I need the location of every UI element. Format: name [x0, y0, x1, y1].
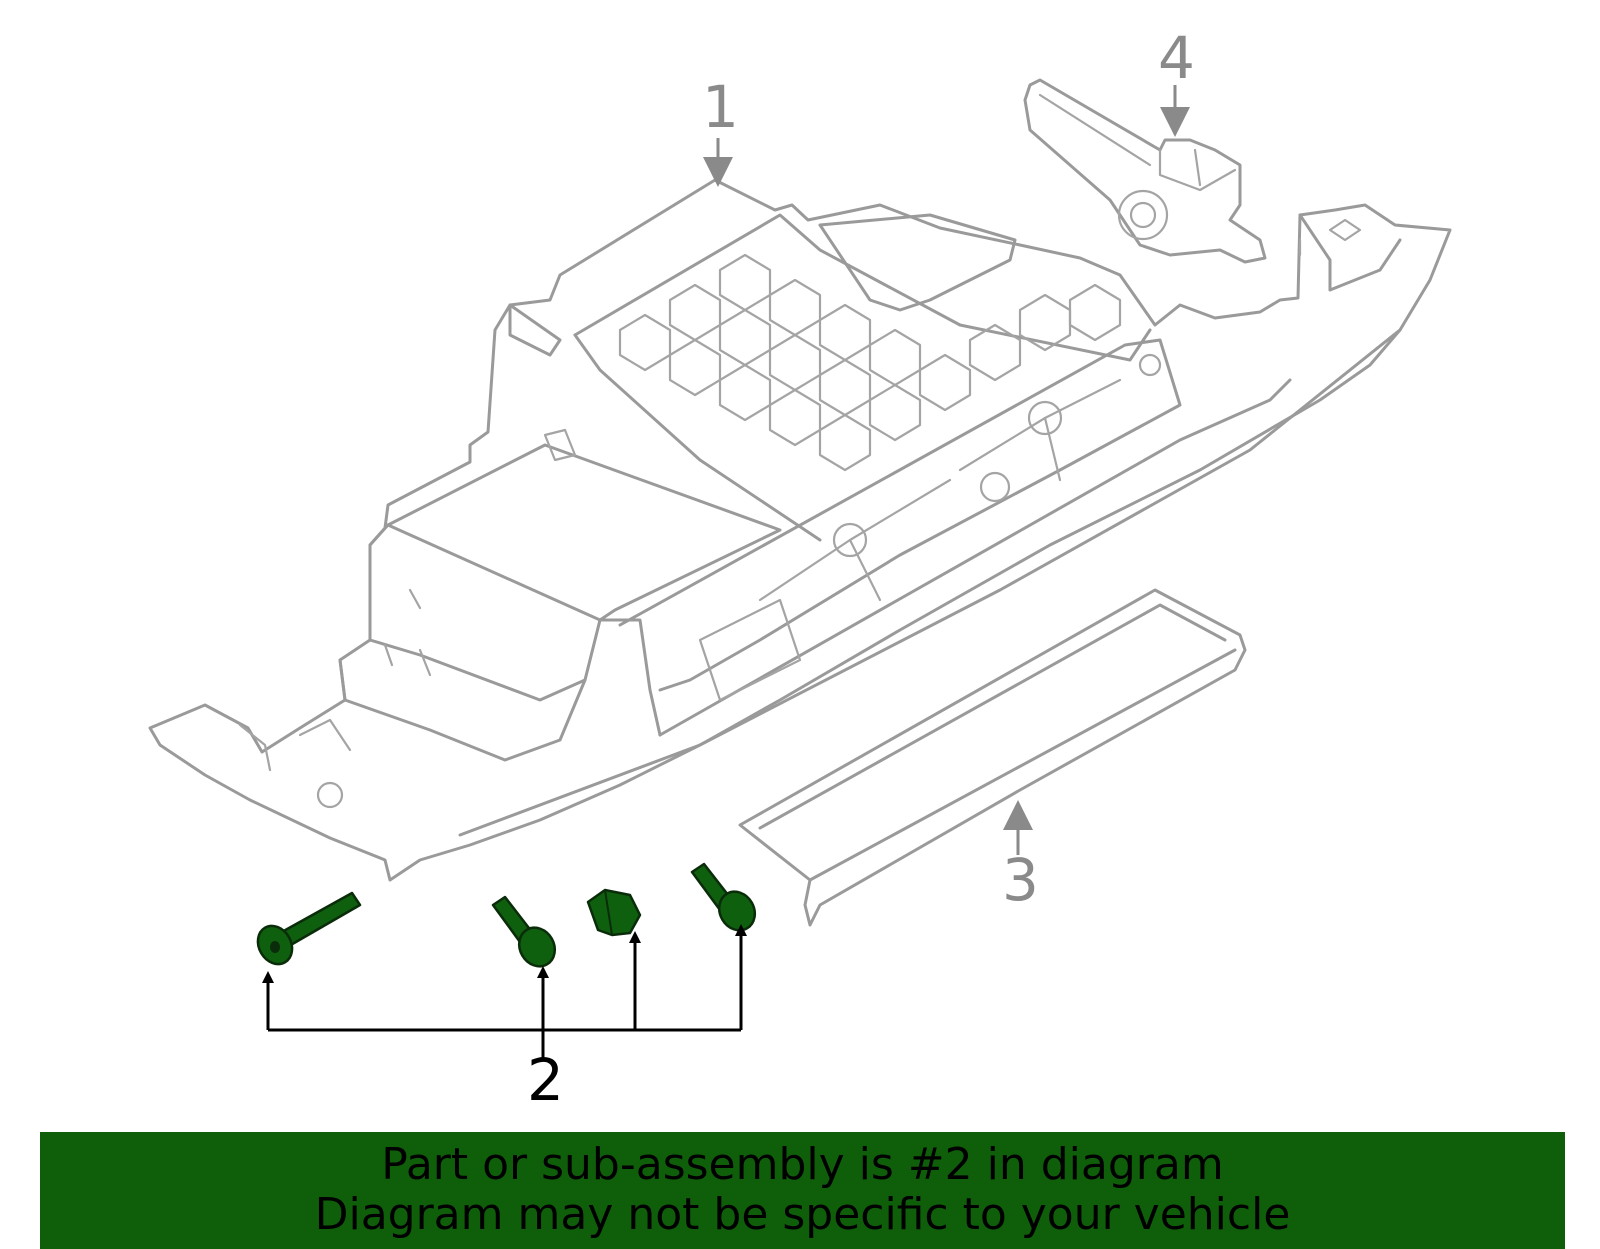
fastener-stud-right[interactable] [690, 862, 762, 937]
fastener-clip[interactable] [586, 888, 642, 937]
info-banner: Part or sub-assembly is #2 in diagram Di… [40, 1132, 1565, 1249]
trim-panel [738, 588, 1247, 927]
glove-box-assembly [148, 178, 1452, 882]
callout-1: 1 [702, 73, 739, 141]
callout-4: 4 [1158, 24, 1195, 92]
fastener-group[interactable] [251, 862, 762, 973]
latch-actuator [1023, 78, 1267, 264]
callout-3: 3 [1002, 846, 1039, 914]
fastener-pin-long[interactable] [251, 891, 362, 970]
leader-2 [262, 924, 747, 1058]
banner-line-2: Diagram may not be specific to your vehi… [314, 1189, 1291, 1240]
callout-2: 2 [527, 1046, 564, 1114]
fastener-stud-left[interactable] [491, 895, 562, 973]
banner-line-1: Part or sub-assembly is #2 in diagram [381, 1139, 1224, 1190]
